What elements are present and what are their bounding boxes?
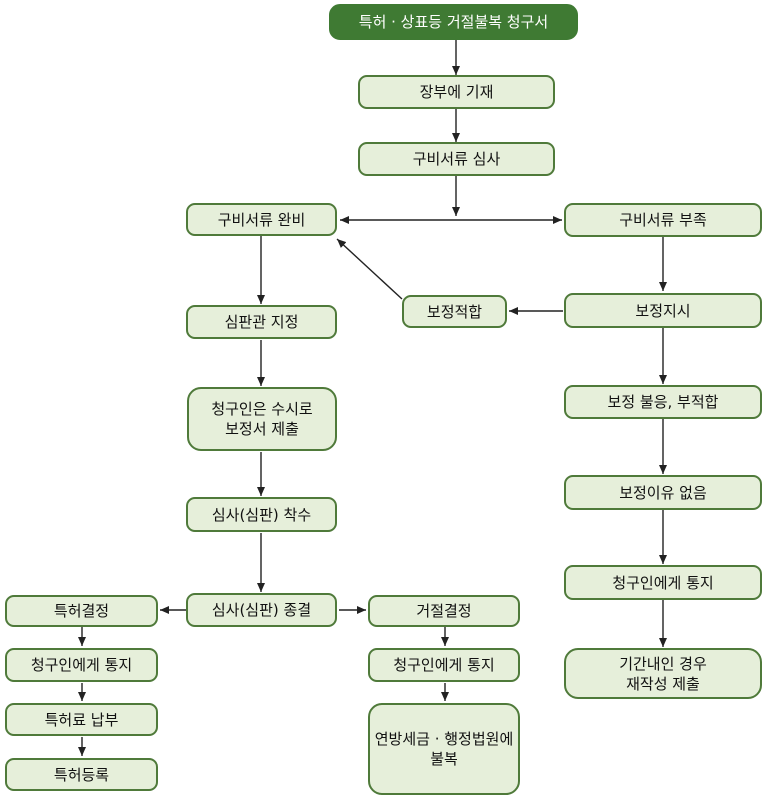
node-reject-decision: 거절결정 xyxy=(368,595,520,627)
node-review-start: 심사(심판) 착수 xyxy=(186,497,337,532)
node-patent-register: 특허등록 xyxy=(5,758,158,791)
node-amend-ok: 보정적합 xyxy=(402,295,507,328)
node-docs-complete: 구비서류 완비 xyxy=(186,203,337,236)
node-patent-decision: 특허결정 xyxy=(5,595,158,627)
node-amend-fail: 보정 불응, 부적합 xyxy=(564,385,762,419)
node-notify-right: 청구인에게 통지 xyxy=(564,565,762,600)
node-review-end: 심사(심판) 종결 xyxy=(186,593,337,627)
node-notify-left: 청구인에게 통지 xyxy=(5,648,158,682)
arrow-amendok-complete xyxy=(336,238,403,300)
node-doc-review: 구비서류 심사 xyxy=(358,142,555,176)
node-register: 장부에 기재 xyxy=(358,75,555,109)
node-no-reason: 보정이유 없음 xyxy=(564,475,762,510)
node-docs-missing: 구비서류 부족 xyxy=(564,203,762,237)
node-notify-mid: 청구인에게 통지 xyxy=(368,648,520,682)
node-fee-pay: 특허료 납부 xyxy=(5,703,158,736)
node-appeal: 연방세금 · 행정법원에 불복 xyxy=(368,703,520,795)
node-judge-assign: 심판관 지정 xyxy=(186,305,337,339)
node-resubmit: 기간내인 경우 재작성 제출 xyxy=(564,648,762,699)
node-submit-anytime: 청구인은 수시로 보정서 제출 xyxy=(187,387,337,451)
node-request: 특허 · 상표등 거절불복 청구서 xyxy=(329,4,578,40)
node-amend-order: 보정지시 xyxy=(564,293,762,328)
